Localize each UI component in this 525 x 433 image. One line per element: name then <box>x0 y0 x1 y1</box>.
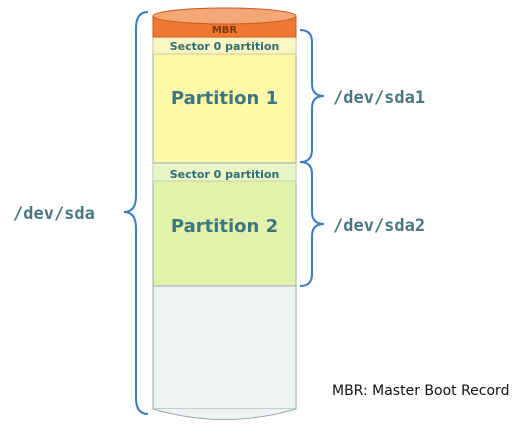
partition-2-label: Partition 2 <box>171 216 278 237</box>
free-space <box>152 285 297 410</box>
partition-2-device-label: /dev/sda2 <box>333 216 425 236</box>
partition-2-brace <box>299 161 325 287</box>
partition-2-sector-label: Sector 0 partition <box>170 168 280 181</box>
mbr-top <box>152 7 297 25</box>
partition-1-brace <box>299 29 325 163</box>
mbr-footnote: MBR: Master Boot Record <box>332 383 509 399</box>
partition-1-label: Partition 1 <box>171 88 278 109</box>
disk-device-label: /dev/sda <box>13 204 95 224</box>
partition-2-block <box>152 162 297 287</box>
disk-brace <box>123 11 149 415</box>
mbr-label: MBR <box>212 25 238 36</box>
partition-1-sector-label: Sector 0 partition <box>170 40 280 53</box>
cylinder-bottom <box>152 408 297 420</box>
partition-1-device-label: /dev/sda1 <box>333 88 425 108</box>
